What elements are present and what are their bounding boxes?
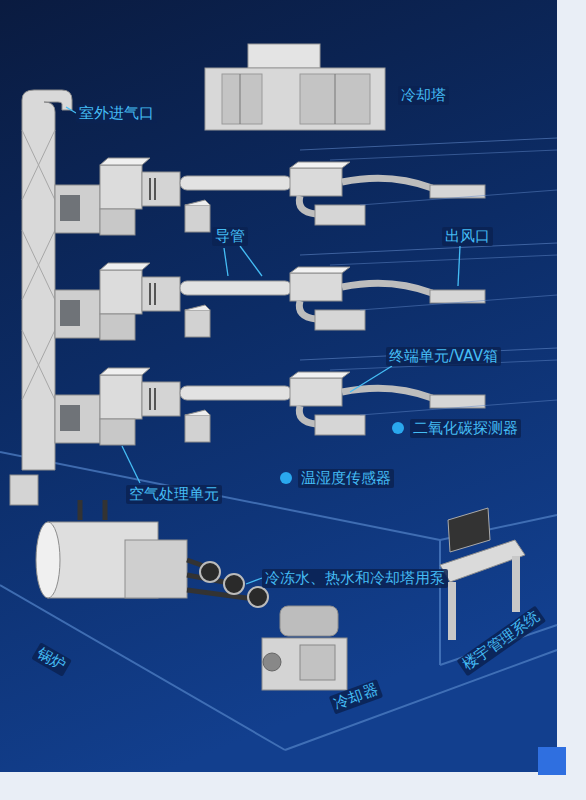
callout-label: 冷冻水、热水和冷却塔用泵 xyxy=(262,569,448,588)
bms-computer-part xyxy=(512,556,520,612)
callout-label: 出风口 xyxy=(442,227,493,246)
leader-lines-part xyxy=(224,248,228,276)
boiler-part xyxy=(36,522,60,598)
cooling-tower-part xyxy=(240,74,241,124)
boiler-part xyxy=(78,500,83,520)
leader-lines xyxy=(66,107,460,584)
building-floors-part xyxy=(55,138,557,235)
callout-label: 导管 xyxy=(212,227,248,246)
callout-label: 楼宇管理系统 xyxy=(457,605,547,676)
callout-label: 终端单元/VAV箱 xyxy=(386,347,501,366)
chiller-part xyxy=(280,606,338,636)
callout-label: 温湿度传感器 xyxy=(298,469,394,488)
pumps-part xyxy=(200,562,220,582)
callout-label: 二氧化碳探测器 xyxy=(410,419,521,438)
sensor-dots-part xyxy=(392,422,404,434)
leader-lines-part xyxy=(122,446,140,483)
cooling-tower-part xyxy=(205,68,385,130)
sensor-dots-part xyxy=(280,472,292,484)
pumps-part xyxy=(224,574,244,594)
leader-lines-part xyxy=(246,578,262,584)
chiller-part xyxy=(300,645,335,680)
cooling-tower-part xyxy=(300,74,370,124)
callout-label: 冷却塔 xyxy=(398,86,449,105)
cooling-tower-part xyxy=(335,74,336,124)
boiler-part xyxy=(125,540,187,598)
boiler-part xyxy=(103,500,108,520)
leader-lines-part xyxy=(350,366,392,392)
air-shaft-part xyxy=(22,130,55,400)
perspective-lines xyxy=(0,452,557,750)
building-floors xyxy=(55,138,557,445)
air-shaft-part xyxy=(10,475,38,505)
cooling-tower-part xyxy=(248,44,320,68)
pumps xyxy=(200,562,268,607)
bms-computer-part xyxy=(448,508,490,552)
leader-lines-part xyxy=(240,246,262,276)
boiler xyxy=(36,500,262,600)
chiller xyxy=(262,606,347,690)
chiller-part xyxy=(263,653,281,671)
callout-label: 空气处理单元 xyxy=(126,485,222,504)
perspective-lines-part xyxy=(439,540,441,665)
pumps-part xyxy=(248,587,268,607)
perspective-lines-part xyxy=(0,585,285,750)
bms-computer-part xyxy=(448,582,456,640)
chiller-part xyxy=(262,638,347,690)
callout-label: 冷却器 xyxy=(329,679,383,714)
building-floors-part xyxy=(55,243,557,340)
callout-label: 锅炉 xyxy=(31,642,72,676)
cooling-tower xyxy=(205,44,385,130)
leader-lines-part xyxy=(66,107,76,113)
cooling-tower-part xyxy=(222,74,262,124)
background-part xyxy=(0,0,557,772)
leader-lines-part xyxy=(458,246,460,286)
callout-label: 室外进气口 xyxy=(76,104,157,123)
background-part xyxy=(538,747,566,775)
